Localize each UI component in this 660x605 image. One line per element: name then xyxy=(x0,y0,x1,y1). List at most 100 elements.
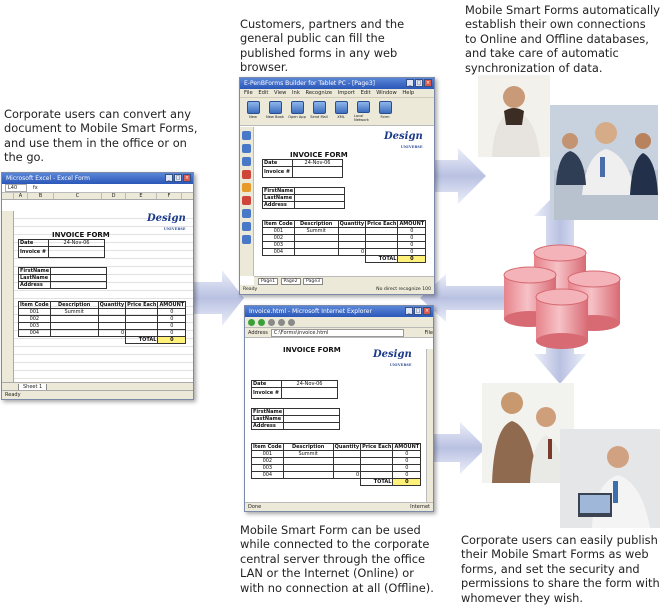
tab-page3[interactable]: Page3 xyxy=(303,278,324,285)
column-header[interactable]: C xyxy=(54,193,102,199)
home-icon[interactable] xyxy=(288,318,295,326)
menu-recognize[interactable]: Recognize xyxy=(305,90,333,96)
ink-icon[interactable] xyxy=(242,222,251,231)
cell-reference[interactable]: L40 xyxy=(5,184,27,192)
refresh-icon[interactable] xyxy=(278,318,285,326)
maximize-icon[interactable]: □ xyxy=(415,79,423,87)
address-field[interactable] xyxy=(50,281,108,289)
close-icon[interactable]: × xyxy=(424,79,432,87)
menu-import[interactable]: Import xyxy=(337,90,355,96)
column-header[interactable]: D xyxy=(102,193,126,199)
new-button[interactable]: New xyxy=(244,101,262,122)
caption-convert: Corporate users can convert any document… xyxy=(4,107,198,165)
col-item-code: Item Code xyxy=(251,443,284,451)
open-icon xyxy=(290,101,304,114)
column-header[interactable]: B xyxy=(28,193,54,199)
invoice-number-field[interactable] xyxy=(48,246,105,258)
items-table: Item Code Description Quantity Price Eac… xyxy=(262,220,427,263)
browser-scrollbar[interactable] xyxy=(426,349,433,502)
tab-page1[interactable]: Page1 xyxy=(258,278,279,285)
lastname-field[interactable] xyxy=(50,274,108,282)
network-icon xyxy=(356,101,370,113)
minimize-icon[interactable]: _ xyxy=(165,174,173,182)
builder-toolbar: New New Book Open App Send Mail XML Loca… xyxy=(240,98,434,126)
invoice-label: Invoice # xyxy=(18,246,49,258)
menu-ink[interactable]: Ink xyxy=(292,90,300,96)
invoice-label: Invoice # xyxy=(262,166,293,178)
date-value[interactable]: 24-Nov-06 xyxy=(292,159,343,167)
caption-databases: Mobile Smart Forms automatically establi… xyxy=(465,3,660,75)
menu-file[interactable]: File xyxy=(244,90,253,96)
lastname-field[interactable] xyxy=(283,415,341,423)
column-header[interactable]: A xyxy=(14,193,28,199)
text-icon[interactable] xyxy=(242,170,251,179)
pen-icon[interactable] xyxy=(242,183,251,192)
new-book-button[interactable]: New Book xyxy=(266,101,284,122)
eraser-icon[interactable] xyxy=(242,196,251,205)
close-icon[interactable]: × xyxy=(423,307,431,315)
local-network-button[interactable]: Local Network xyxy=(354,101,372,122)
save-icon[interactable] xyxy=(242,131,251,140)
date-label: Date xyxy=(18,239,49,247)
office-users-photo xyxy=(482,383,660,528)
minimize-icon[interactable]: _ xyxy=(405,307,413,315)
back-icon[interactable] xyxy=(248,318,255,326)
form-icon xyxy=(378,101,392,114)
column-header[interactable]: F xyxy=(157,193,182,199)
total-label: TOTAL xyxy=(365,255,399,263)
total-value: 0 xyxy=(157,336,187,344)
firstname-field[interactable] xyxy=(283,408,341,416)
undo-icon[interactable] xyxy=(242,144,251,153)
address-field[interactable] xyxy=(283,422,341,430)
sheet-tab[interactable]: Sheet 1 xyxy=(18,384,48,391)
close-icon[interactable]: × xyxy=(183,174,191,182)
address-input[interactable]: C:\Forms\invoice.html xyxy=(270,329,404,337)
maximize-icon[interactable]: □ xyxy=(174,174,182,182)
menu-help[interactable]: Help xyxy=(402,90,415,96)
lastname-label: LastName xyxy=(17,274,52,282)
invoice-title: INVOICE FORM xyxy=(52,231,110,239)
date-value[interactable]: 24-Nov-06 xyxy=(281,380,338,388)
date-value[interactable]: 24-Nov-06 xyxy=(48,239,105,247)
tab-page2[interactable]: Page2 xyxy=(280,278,301,285)
recognize-icon[interactable] xyxy=(242,235,251,244)
menu-edit[interactable]: Edit xyxy=(258,90,269,96)
menu-window[interactable]: Window xyxy=(376,90,397,96)
invoice-number-field[interactable] xyxy=(292,166,343,178)
menu-edit-2[interactable]: Edit xyxy=(360,90,371,96)
menu-file[interactable]: File xyxy=(424,330,433,336)
firstname-field[interactable] xyxy=(294,187,346,195)
stop-icon[interactable] xyxy=(268,318,275,326)
forward-icon[interactable] xyxy=(258,318,265,326)
column-header[interactable]: E xyxy=(126,193,157,199)
maximize-icon[interactable]: □ xyxy=(414,307,422,315)
open-app-button[interactable]: Open App xyxy=(288,101,306,122)
menu-view[interactable]: View xyxy=(274,90,287,96)
col-description: Description xyxy=(293,220,339,228)
redo-icon[interactable] xyxy=(242,157,251,166)
xml-button[interactable]: XML xyxy=(332,101,350,122)
address-field[interactable] xyxy=(294,201,346,209)
form-button[interactable]: Form xyxy=(376,101,394,122)
send-mail-button[interactable]: Send Mail xyxy=(310,101,328,122)
builder-tool-sidebar xyxy=(240,127,254,276)
firstname-field[interactable] xyxy=(50,267,108,275)
select-icon[interactable] xyxy=(242,209,251,218)
lastname-field[interactable] xyxy=(294,194,346,202)
minimize-icon[interactable]: _ xyxy=(406,79,414,87)
invoice-number-field[interactable] xyxy=(281,387,338,399)
